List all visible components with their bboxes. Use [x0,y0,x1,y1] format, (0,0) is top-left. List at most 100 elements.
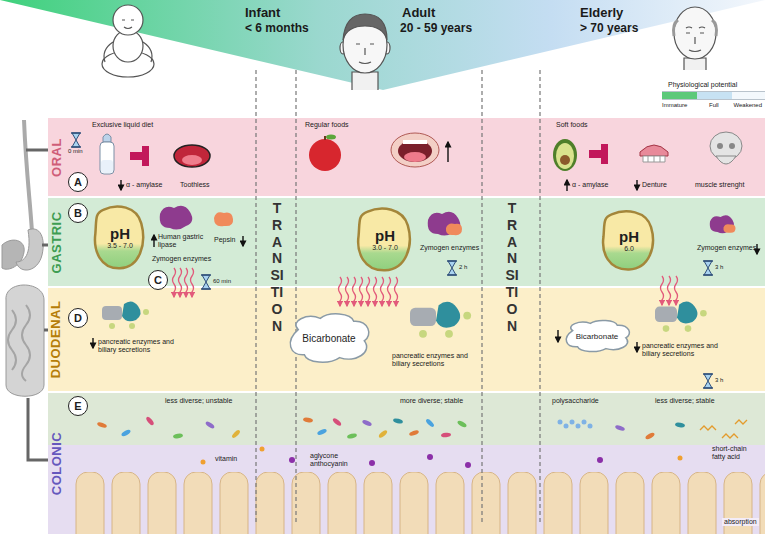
legend-swatch [697,91,732,100]
cloud-outline [290,314,368,362]
milk-bottle [101,160,113,173]
hourglass-icon [201,275,211,289]
infant-figure [104,42,152,62]
denture-icon [640,145,668,156]
microbiota [441,432,451,437]
annotation-label: Human gastric lipase [158,233,208,249]
band-title: DUODENAL [49,301,64,379]
microbiota [362,419,373,427]
duodenal-ground [48,288,765,391]
label-holder: aglycone anthocyanin [310,452,358,468]
ph-stomach: pH3.5 - 7.0 [92,203,148,271]
amylase-icon [130,144,608,166]
label-holder: Zymogen enzymes [420,244,479,252]
trend-arrow [93,142,757,352]
denture-icon [640,145,668,162]
milk-bottle [103,134,111,142]
transition-label: TRANSITION [505,200,519,334]
oral-ground [48,118,765,196]
label-holder: Zymogen enzymes [697,244,756,252]
label-holder: Toothless [180,181,210,189]
age-heading: > 70 years [580,22,638,36]
callout-letter: C [154,274,162,286]
legend: ImmatureFullWeakened [662,91,765,113]
label-holder: Adult [402,6,435,21]
microbiota [121,429,132,438]
milk-bottle [100,134,114,174]
callout-letter: D [74,312,82,324]
pancreatic-icon [410,302,471,338]
trend-arrow [636,180,637,190]
polysaccharide-chain [576,424,581,429]
callout-letter: E [74,400,81,412]
callout-circle: A [68,172,88,192]
chyme-flow [668,276,671,305]
label-holder: Zymogen enzymes [152,255,211,263]
apple-icon [326,135,336,140]
zymogen-icon [428,212,462,236]
annotation-label: Toothless [180,181,210,189]
toothless-mouth [174,145,210,167]
infant-figure [122,20,134,29]
bicarbonate-cloud: Bicarbonate [285,310,373,366]
annotation-label: 60 min [213,278,231,285]
hourglass-icon [703,374,713,388]
label-holder: Denture [642,181,667,189]
metabolite-dots [369,460,375,466]
stomach-outline [95,207,143,269]
lipase-icon [160,206,193,230]
metabolite-dots [678,456,683,461]
trend-arrow [153,235,154,247]
callout-letter: A [74,176,82,188]
age-heading: Infant [245,6,280,21]
digestive-tract [16,229,43,270]
chyme-flow [173,268,678,306]
label-holder: 3 h [715,264,723,271]
age-heading: < 6 months [245,22,309,36]
chyme-flow [346,277,349,306]
ph-text: 3.5 - 7.0 [107,242,133,249]
metabolite-dots [597,457,603,463]
annotation-label: short-chain fatty acid [712,445,758,461]
polysaccharide-chain [588,424,593,429]
band-title: ORAL [49,138,64,177]
label-holder: Human gastric lipase [158,233,208,249]
polysaccharide-chain [564,424,569,429]
transition-label: TRANSITION [270,200,284,334]
chyme-flow [395,277,398,306]
oral-ground [48,118,765,196]
label-holder: 20 - 59 years [400,22,472,36]
microbiota [205,420,216,429]
hourglass-icon [71,133,81,147]
polysaccharide-chain [558,420,593,429]
trend-arrow [120,180,121,190]
label-holder: Regular foods [305,121,349,129]
digestive-tract [2,120,44,396]
annotation-label: Physiological potential [668,81,737,89]
microbiota [425,418,435,428]
skull-icon [716,156,736,164]
label-holder: TRANSITION [505,200,519,334]
fatty-acid-chain [700,426,716,430]
amylase-icon [589,144,608,164]
adult-mouth [391,133,439,167]
avocado-icon [560,155,570,165]
microbiota [317,428,328,436]
ph-text: pH [110,225,130,242]
elderly-figure [674,20,717,36]
chyme-flow [353,277,356,306]
callout-circle: C [148,270,168,290]
ph-text: 3.0 - 7.0 [372,244,398,251]
label-holder: short-chain fatty acid [712,445,758,461]
ph-text: pH [619,228,639,245]
hourglass-icon [703,261,713,275]
polysaccharide-chain [558,420,563,425]
label-holder: α - amylase [572,181,608,189]
adult-mouth [404,152,426,162]
cloud-text: Bicarbonate [302,333,355,344]
microbiota [645,432,656,441]
metabolite-dots [201,447,683,469]
annotation-label: more diverse; stable [400,397,463,405]
stage-band: COLONICE [48,393,765,534]
